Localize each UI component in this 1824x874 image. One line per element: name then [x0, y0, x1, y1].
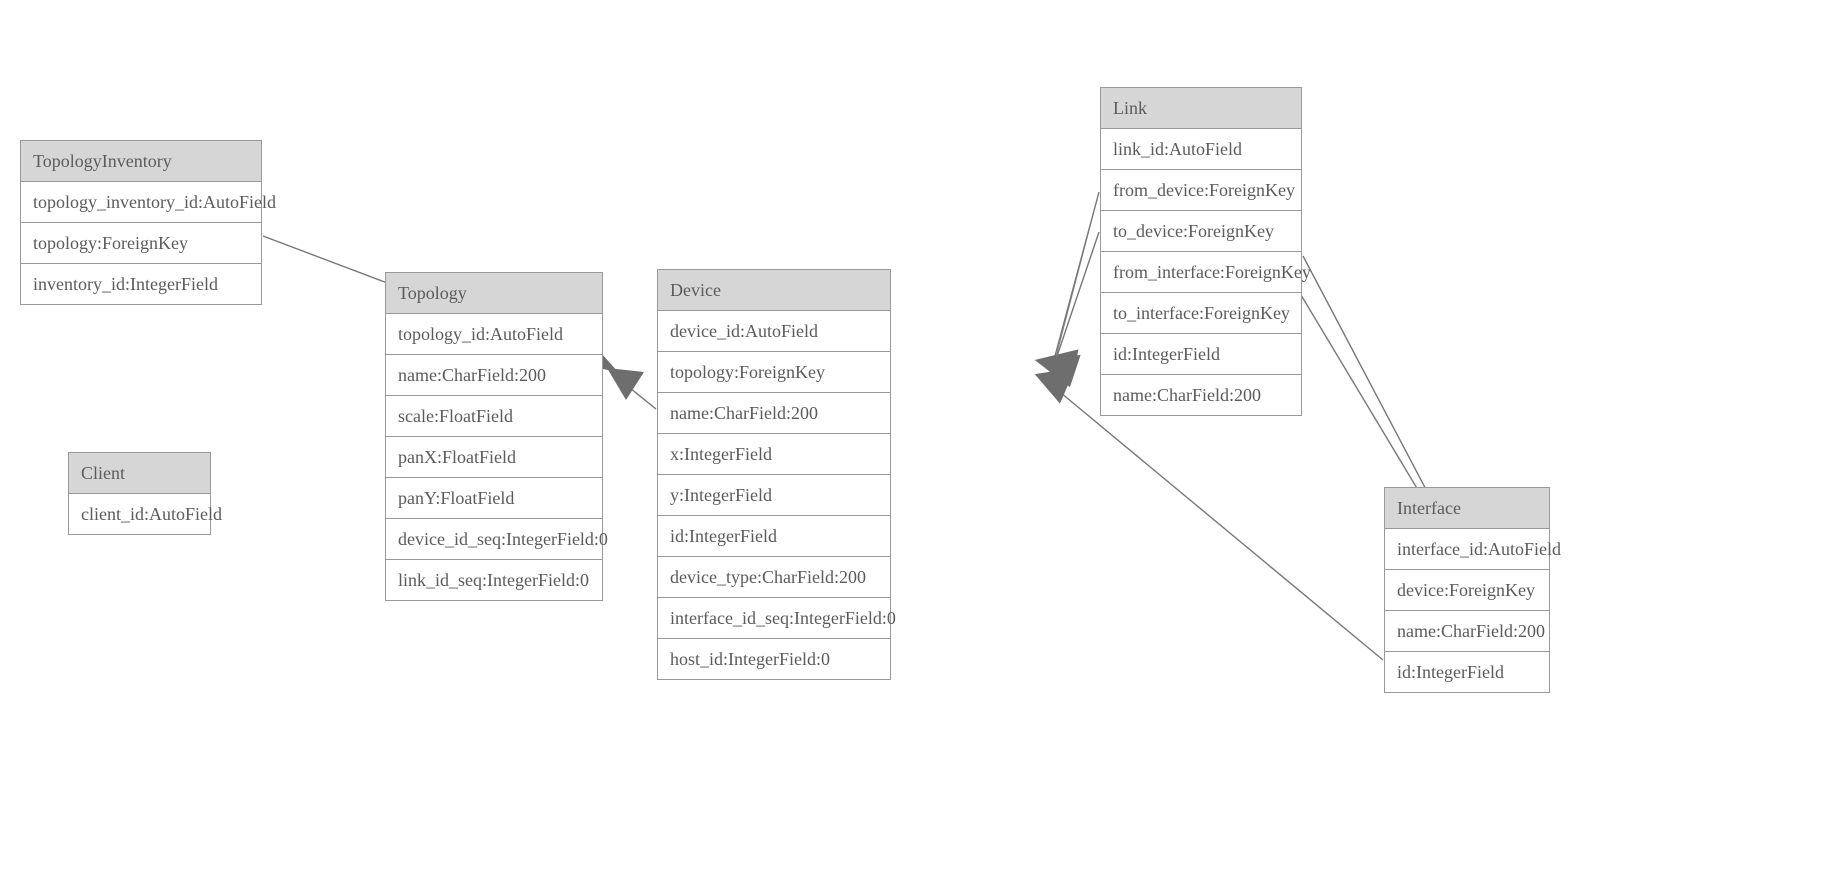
field-link-link-id[interactable]: link_id:AutoField: [1101, 129, 1301, 170]
entity-title-device: Device: [658, 270, 890, 311]
field-interface-interface-id[interactable]: interface_id:AutoField: [1385, 529, 1561, 570]
entity-title-link: Link: [1101, 88, 1301, 129]
entity-title-topology: Topology: [386, 273, 602, 314]
entity-link[interactable]: Link link_id:AutoField from_device:Forei…: [1100, 87, 1311, 416]
field-topology-inventory-id[interactable]: topology_inventory_id:AutoField: [21, 182, 276, 223]
field-interface-id[interactable]: id:IntegerField: [1385, 652, 1549, 692]
field-device-device-id[interactable]: device_id:AutoField: [658, 311, 890, 352]
field-topology-scale[interactable]: scale:FloatField: [386, 396, 602, 437]
field-link-from-interface[interactable]: from_interface:ForeignKey: [1101, 252, 1311, 293]
field-interface-device[interactable]: device:ForeignKey: [1385, 570, 1549, 611]
field-topology-inventory-topology[interactable]: topology:ForeignKey: [21, 223, 261, 264]
field-topology-topology-id[interactable]: topology_id:AutoField: [386, 314, 602, 355]
relationship-link-to-device: [1035, 231, 1100, 388]
field-device-id[interactable]: id:IntegerField: [658, 516, 890, 557]
entity-device[interactable]: Device device_id:AutoField topology:Fore…: [657, 269, 896, 680]
field-topology-name[interactable]: name:CharField:200: [386, 355, 602, 396]
entity-title-client: Client: [69, 453, 210, 494]
field-topology-device-id-seq[interactable]: device_id_seq:IntegerField:0: [386, 519, 608, 560]
field-topology-link-id-seq[interactable]: link_id_seq:IntegerField:0: [386, 560, 602, 600]
field-device-host-id[interactable]: host_id:IntegerField:0: [658, 639, 890, 679]
field-link-name[interactable]: name:CharField:200: [1101, 375, 1301, 415]
field-client-client-id[interactable]: client_id:AutoField: [69, 494, 222, 534]
field-device-device-type[interactable]: device_type:CharField:200: [658, 557, 890, 598]
field-device-topology[interactable]: topology:ForeignKey: [658, 352, 890, 393]
field-link-id[interactable]: id:IntegerField: [1101, 334, 1301, 375]
entity-title-interface: Interface: [1385, 488, 1549, 529]
field-link-from-device[interactable]: from_device:ForeignKey: [1101, 170, 1301, 211]
field-device-x[interactable]: x:IntegerField: [658, 434, 890, 475]
relationship-link-from-device: [1034, 191, 1100, 383]
entity-topology[interactable]: Topology topology_id:AutoField name:Char…: [385, 272, 608, 601]
field-device-interface-id-seq[interactable]: interface_id_seq:IntegerField:0: [658, 598, 896, 639]
field-link-to-device[interactable]: to_device:ForeignKey: [1101, 211, 1301, 252]
field-topology-pany[interactable]: panY:FloatField: [386, 478, 602, 519]
field-interface-name[interactable]: name:CharField:200: [1385, 611, 1549, 652]
field-topology-inventory-inventory-id[interactable]: inventory_id:IntegerField: [21, 264, 261, 304]
field-link-to-interface[interactable]: to_interface:ForeignKey: [1101, 293, 1301, 334]
entity-title-topology-inventory: TopologyInventory: [21, 141, 261, 182]
entity-interface[interactable]: Interface interface_id:AutoField device:…: [1384, 487, 1561, 693]
field-topology-panx[interactable]: panX:FloatField: [386, 437, 602, 478]
entity-client[interactable]: Client client_id:AutoField: [68, 452, 222, 535]
relationship-device-topology: [607, 368, 657, 410]
entity-topology-inventory[interactable]: TopologyInventory topology_inventory_id:…: [20, 140, 276, 305]
field-device-name[interactable]: name:CharField:200: [658, 393, 890, 434]
field-device-y[interactable]: y:IntegerField: [658, 475, 890, 516]
